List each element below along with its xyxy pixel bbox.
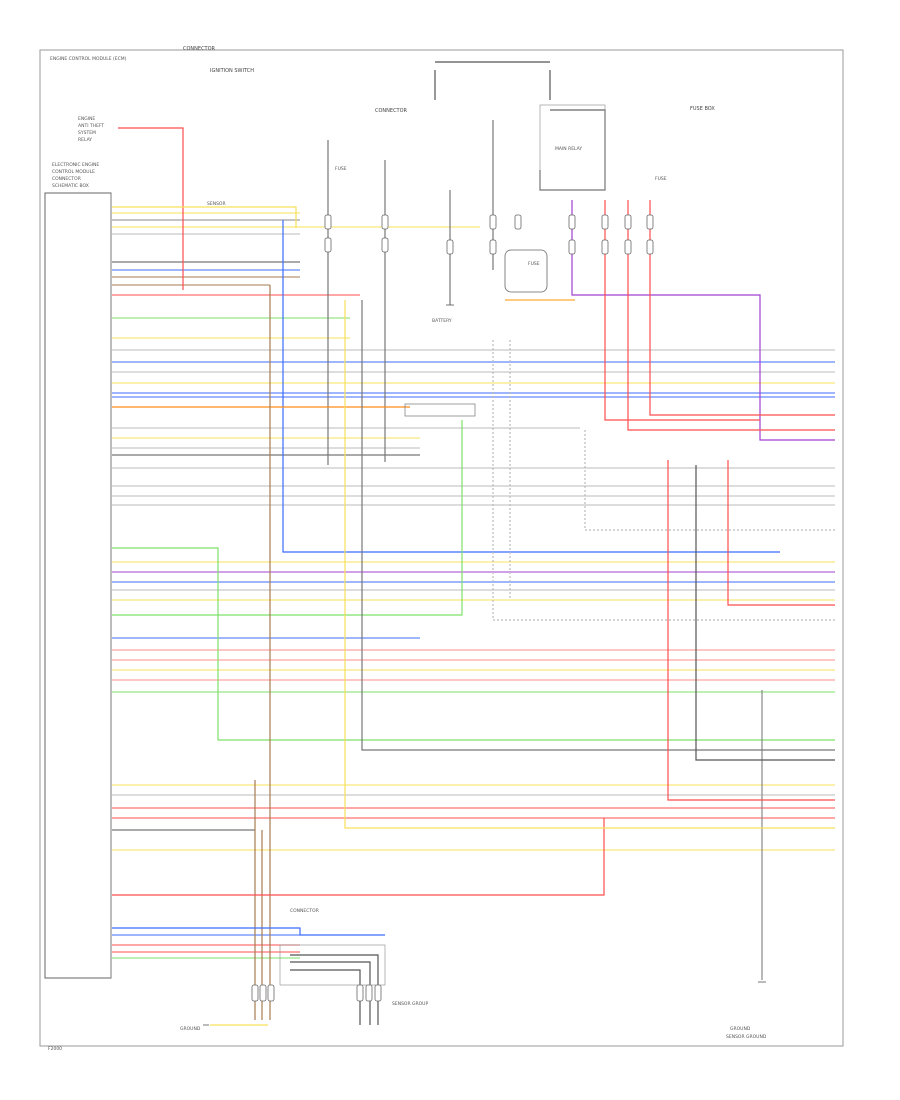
bottom-sensor-label: SENSOR GROUP [392,1001,428,1007]
plug-20 [356,984,364,1002]
wire-red-top [118,127,184,290]
wire-dark-vert [695,465,835,761]
fuse-box-top-label: FUSE BOX [690,106,715,112]
wire-green-vertical [112,420,463,616]
bottom-ground-label: GROUND [180,1026,201,1032]
wire-bottom-bundle-3 [290,954,379,1025]
ignition-switch-label: IGNITION SWITCH [210,68,254,74]
plug-12 [601,239,609,255]
battery-label: BATTERY [432,318,452,324]
relay-label: MAIN RELAY [555,146,582,152]
wire-blue-vertical [282,220,780,553]
plug-16 [646,239,654,255]
plug-7 [489,239,497,255]
wire-red-vert-right [667,460,835,801]
wire-relay-loop [434,61,551,100]
plug-6 [489,214,497,230]
plug-11 [601,214,609,230]
plug-13 [624,214,632,230]
plug-18 [259,984,267,1002]
wire-red-right-3 [649,200,835,416]
diagram-frame [39,49,844,1047]
plug-1 [324,214,332,230]
left-note-8: SCHEMATIC BOX [52,183,89,189]
fuse-label-2: FUSE [528,261,540,267]
plug-8 [514,214,522,230]
bottom-right-ground-label: GROUND [730,1026,751,1032]
bottom-right-ground-label-2: SENSOR GROUND [726,1034,767,1040]
wire-red-right-1 [604,200,760,421]
plug-19 [267,984,275,1002]
bottom-connector-box [279,944,386,986]
left-note-4: RELAY [78,137,92,143]
left-note-3: SYSTEM [78,130,96,136]
left-note-6: CONTROL MODULE [52,169,95,175]
connector-label: CONNECTOR [375,108,408,114]
bottom-connector-label: CONNECTOR [290,908,319,914]
wire-red-vert-right-2 [727,460,835,606]
plug-3 [381,214,389,230]
wire-yellow-vertical [112,206,297,228]
wire-yellow-vert-bottom [344,300,835,829]
vertical-wires [112,61,835,1026]
top-left-header: CONNECTOR [183,46,216,52]
plug-14 [624,239,632,255]
ground-symbols [203,304,766,1026]
relay-component [504,249,548,293]
ecm-connector-box [44,192,112,979]
wire-group [112,212,835,959]
plug-17 [251,984,259,1002]
left-note-5: ELECTRONIC ENGINE [52,162,99,168]
text-labels: CONNECTOR IGNITION SWITCH CONNECTOR FUSE… [48,46,767,1052]
wire-red-right-2 [627,200,835,431]
plug-22 [374,984,382,1002]
wire-dashed-gray [492,340,835,621]
sensor-label: SENSOR [207,201,226,207]
wire-green-left [112,547,835,741]
plug-15 [646,214,654,230]
wire-bottom-bundle-1 [290,969,361,1025]
plug-4 [381,237,389,253]
wire-bottom-bundle-2 [290,961,371,1025]
left-note-2: ANTI THEFT [78,123,104,129]
plug-10 [568,239,576,255]
wire-dashed-gray-2 [584,430,835,531]
plug-2 [324,237,332,253]
connector-plugs [251,214,654,1002]
fuse-label-1: FUSE [335,166,347,172]
wire-gray-vert-long [361,300,835,751]
fuse-label-3: FUSE [655,176,667,182]
ecm-box-label: ENGINE CONTROL MODULE (ECM) [50,56,127,62]
junction-box [404,403,476,417]
top-center-relay-box [539,104,606,191]
plug-21 [365,984,373,1002]
wire-bottom-blue [112,927,385,936]
plug-9 [568,214,576,230]
plug-5 [446,239,454,255]
wire-purple-right [571,200,835,441]
left-note-1: ENGINE [78,116,95,122]
left-note-7: CONNECTOR [52,176,81,182]
wire-red-vert-bottom [112,818,605,896]
footer-code: F2000 [48,1046,62,1052]
